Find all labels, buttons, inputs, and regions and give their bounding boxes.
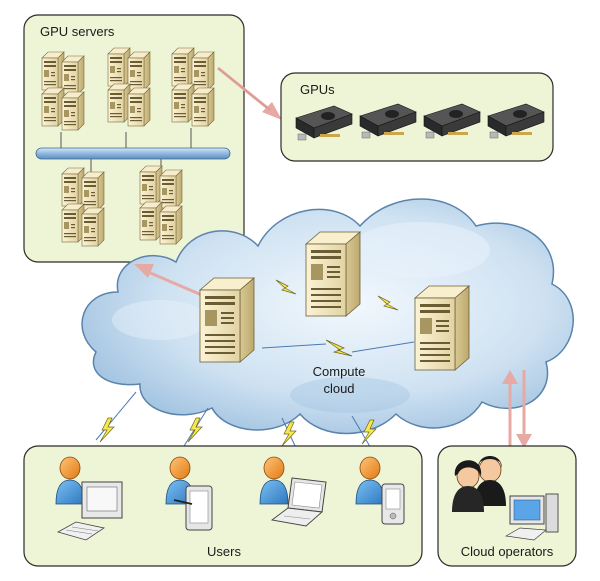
cloud-server-icon — [414, 285, 470, 371]
users-label: Users — [207, 544, 241, 559]
compute-cloud-label-line2: cloud — [323, 381, 354, 396]
gpu-server-icon — [108, 48, 150, 126]
cloud-to-gpu-servers-arrow — [134, 264, 205, 298]
gpu-server-icon — [140, 166, 182, 244]
cloud-operators-label: Cloud operators — [461, 544, 554, 559]
user-desktop — [55, 456, 123, 541]
users-panel: Users — [23, 445, 423, 567]
lightning-bolt-icon — [261, 339, 415, 357]
network-bus — [35, 128, 231, 172]
gpu-server-icon — [172, 48, 214, 126]
user-tablet — [165, 456, 213, 531]
operator-link-arrows — [502, 370, 532, 448]
operator-icon — [452, 456, 506, 512]
user-handheld — [355, 456, 405, 525]
user-links — [95, 391, 377, 451]
compute-cloud-label-line1: Compute — [313, 364, 366, 379]
gpus-panel: GPUs — [280, 72, 554, 162]
gpu-attach-arrow — [217, 66, 282, 120]
gpu-servers-panel: GPU servers — [23, 14, 245, 263]
gpu-servers-label: GPU servers — [40, 24, 115, 39]
cloud-server-icon — [305, 231, 361, 317]
cloud-server-icon — [199, 277, 255, 363]
gpu-server-icon — [62, 168, 104, 246]
gpu-server-icon — [42, 52, 84, 130]
workstation-icon — [504, 493, 559, 541]
user-laptop — [259, 456, 327, 527]
gpus-label: GPUs — [300, 82, 335, 97]
cloud-operators-panel: Cloud operators — [437, 445, 577, 567]
